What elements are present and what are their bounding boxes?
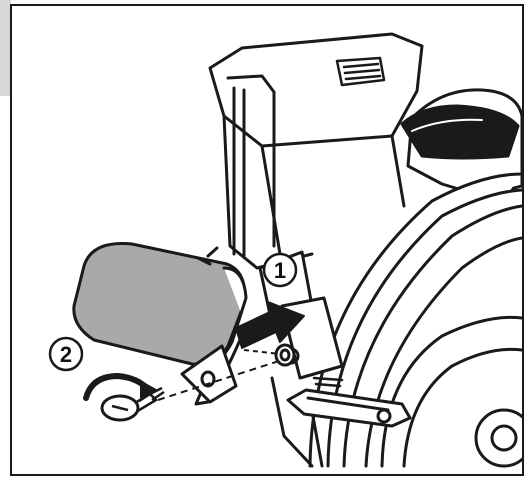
step-2-number: 2 (60, 342, 72, 367)
illustration-frame: 1 2 (10, 4, 524, 476)
motor-housing (210, 34, 422, 268)
step-1-callout: 1 (264, 254, 296, 286)
saw-illustration: 1 2 (12, 6, 522, 474)
step-2-callout: 2 (50, 338, 82, 370)
blade-hub (382, 317, 522, 466)
step-1-number: 1 (274, 258, 286, 283)
